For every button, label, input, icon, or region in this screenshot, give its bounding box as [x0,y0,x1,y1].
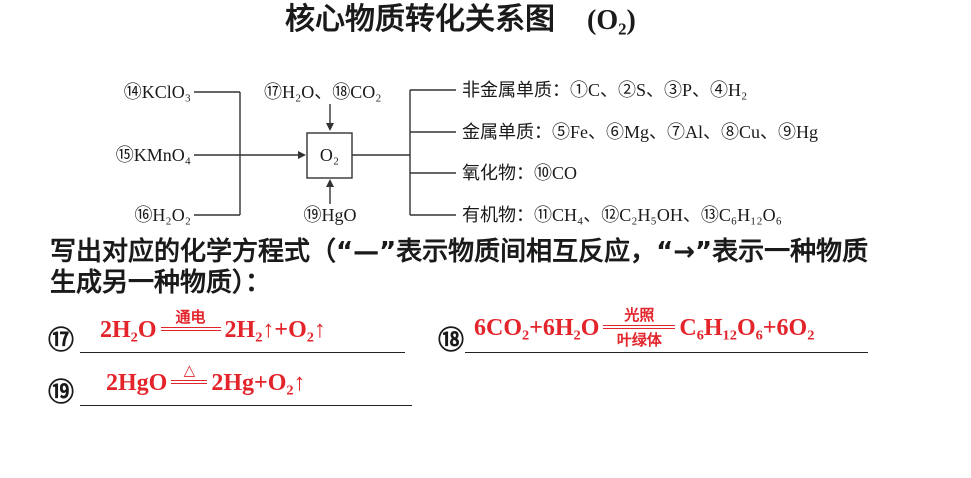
condition-above-heat-icon: △ [183,361,196,379]
title-formula: (O₂) [587,5,636,36]
condition-above: 通电 [175,308,206,326]
reaction-condition: 光照 叶绿体 [603,307,676,348]
diagram-left-label: ⑮KMnO₄ [115,145,191,165]
arrowhead-down [326,123,334,131]
diagram-right-label: 氧化物：⑩CO [462,163,578,183]
answer-number: ⑱ [438,326,465,356]
diagram-right-label: 非金属单质：①C、②S、③P、④H₂ [462,80,748,100]
instruction-line: 写出对应的化学方程式（“—”表示物质间相互反应，“→”表示一种物质 [50,237,869,267]
page-title: 核心物质转化关系图 (O₂) [285,2,636,38]
diagram-left-label: ⑯H₂O₂ [134,205,191,225]
answer-equation: 6CO₂+6H₂O 光照 叶绿体 C₆H₁₂O₆+6O₂ [474,307,815,348]
diagram-left-label: ⑭KClO₃ [123,82,191,102]
double-line-equals [171,380,208,384]
answer-blank-line [80,352,405,353]
equation-reactants: 2HgO [106,369,168,396]
answer-equation: 2H₂O 通电 2H₂↑+O₂↑ [100,309,326,344]
arrowhead-right [298,151,306,159]
answer-blank-line [465,352,868,353]
double-line-equals [160,327,221,331]
equation-products: 2H₂↑+O₂↑ [224,316,326,343]
diagram-right-label: 金属单质：⑤Fe、⑥Mg、⑦Al、⑧Cu、⑨Hg [462,122,819,142]
answer-number: ⑲ [48,378,75,408]
equation-products: 2Hg+O₂↑ [211,369,306,396]
answer-equation: 2HgO △ 2Hg+O₂↑ [106,362,306,397]
diagram-right-label: 有机物：⑪CH₄、⑫C₂H₅OH、⑬C₆H₁₂O₆ [462,205,782,225]
answer-number: ⑰ [48,326,75,356]
diagram-top-label: ⑰H₂O、⑱CO₂ [264,82,382,102]
reaction-condition: △ [171,362,208,395]
double-line-equals [603,325,676,329]
equation-products: C₆H₁₂O₆+6O₂ [679,314,815,341]
condition-above: 光照 [624,306,655,324]
equation-reactants: 6CO₂+6H₂O [474,314,600,341]
arrowhead-up [326,179,334,187]
reaction-condition: 通电 [160,309,221,342]
diagram-bottom-label: ⑲HgO [303,205,357,225]
instruction-line: 生成另一种物质）： [50,268,272,298]
equation-reactants: 2H₂O [100,316,157,343]
title-text: 核心物质转化关系图 [285,2,555,37]
condition-below: 叶绿体 [616,331,662,349]
answer-blank-line [80,405,412,406]
diagram-center-label: O₂ [319,145,340,165]
